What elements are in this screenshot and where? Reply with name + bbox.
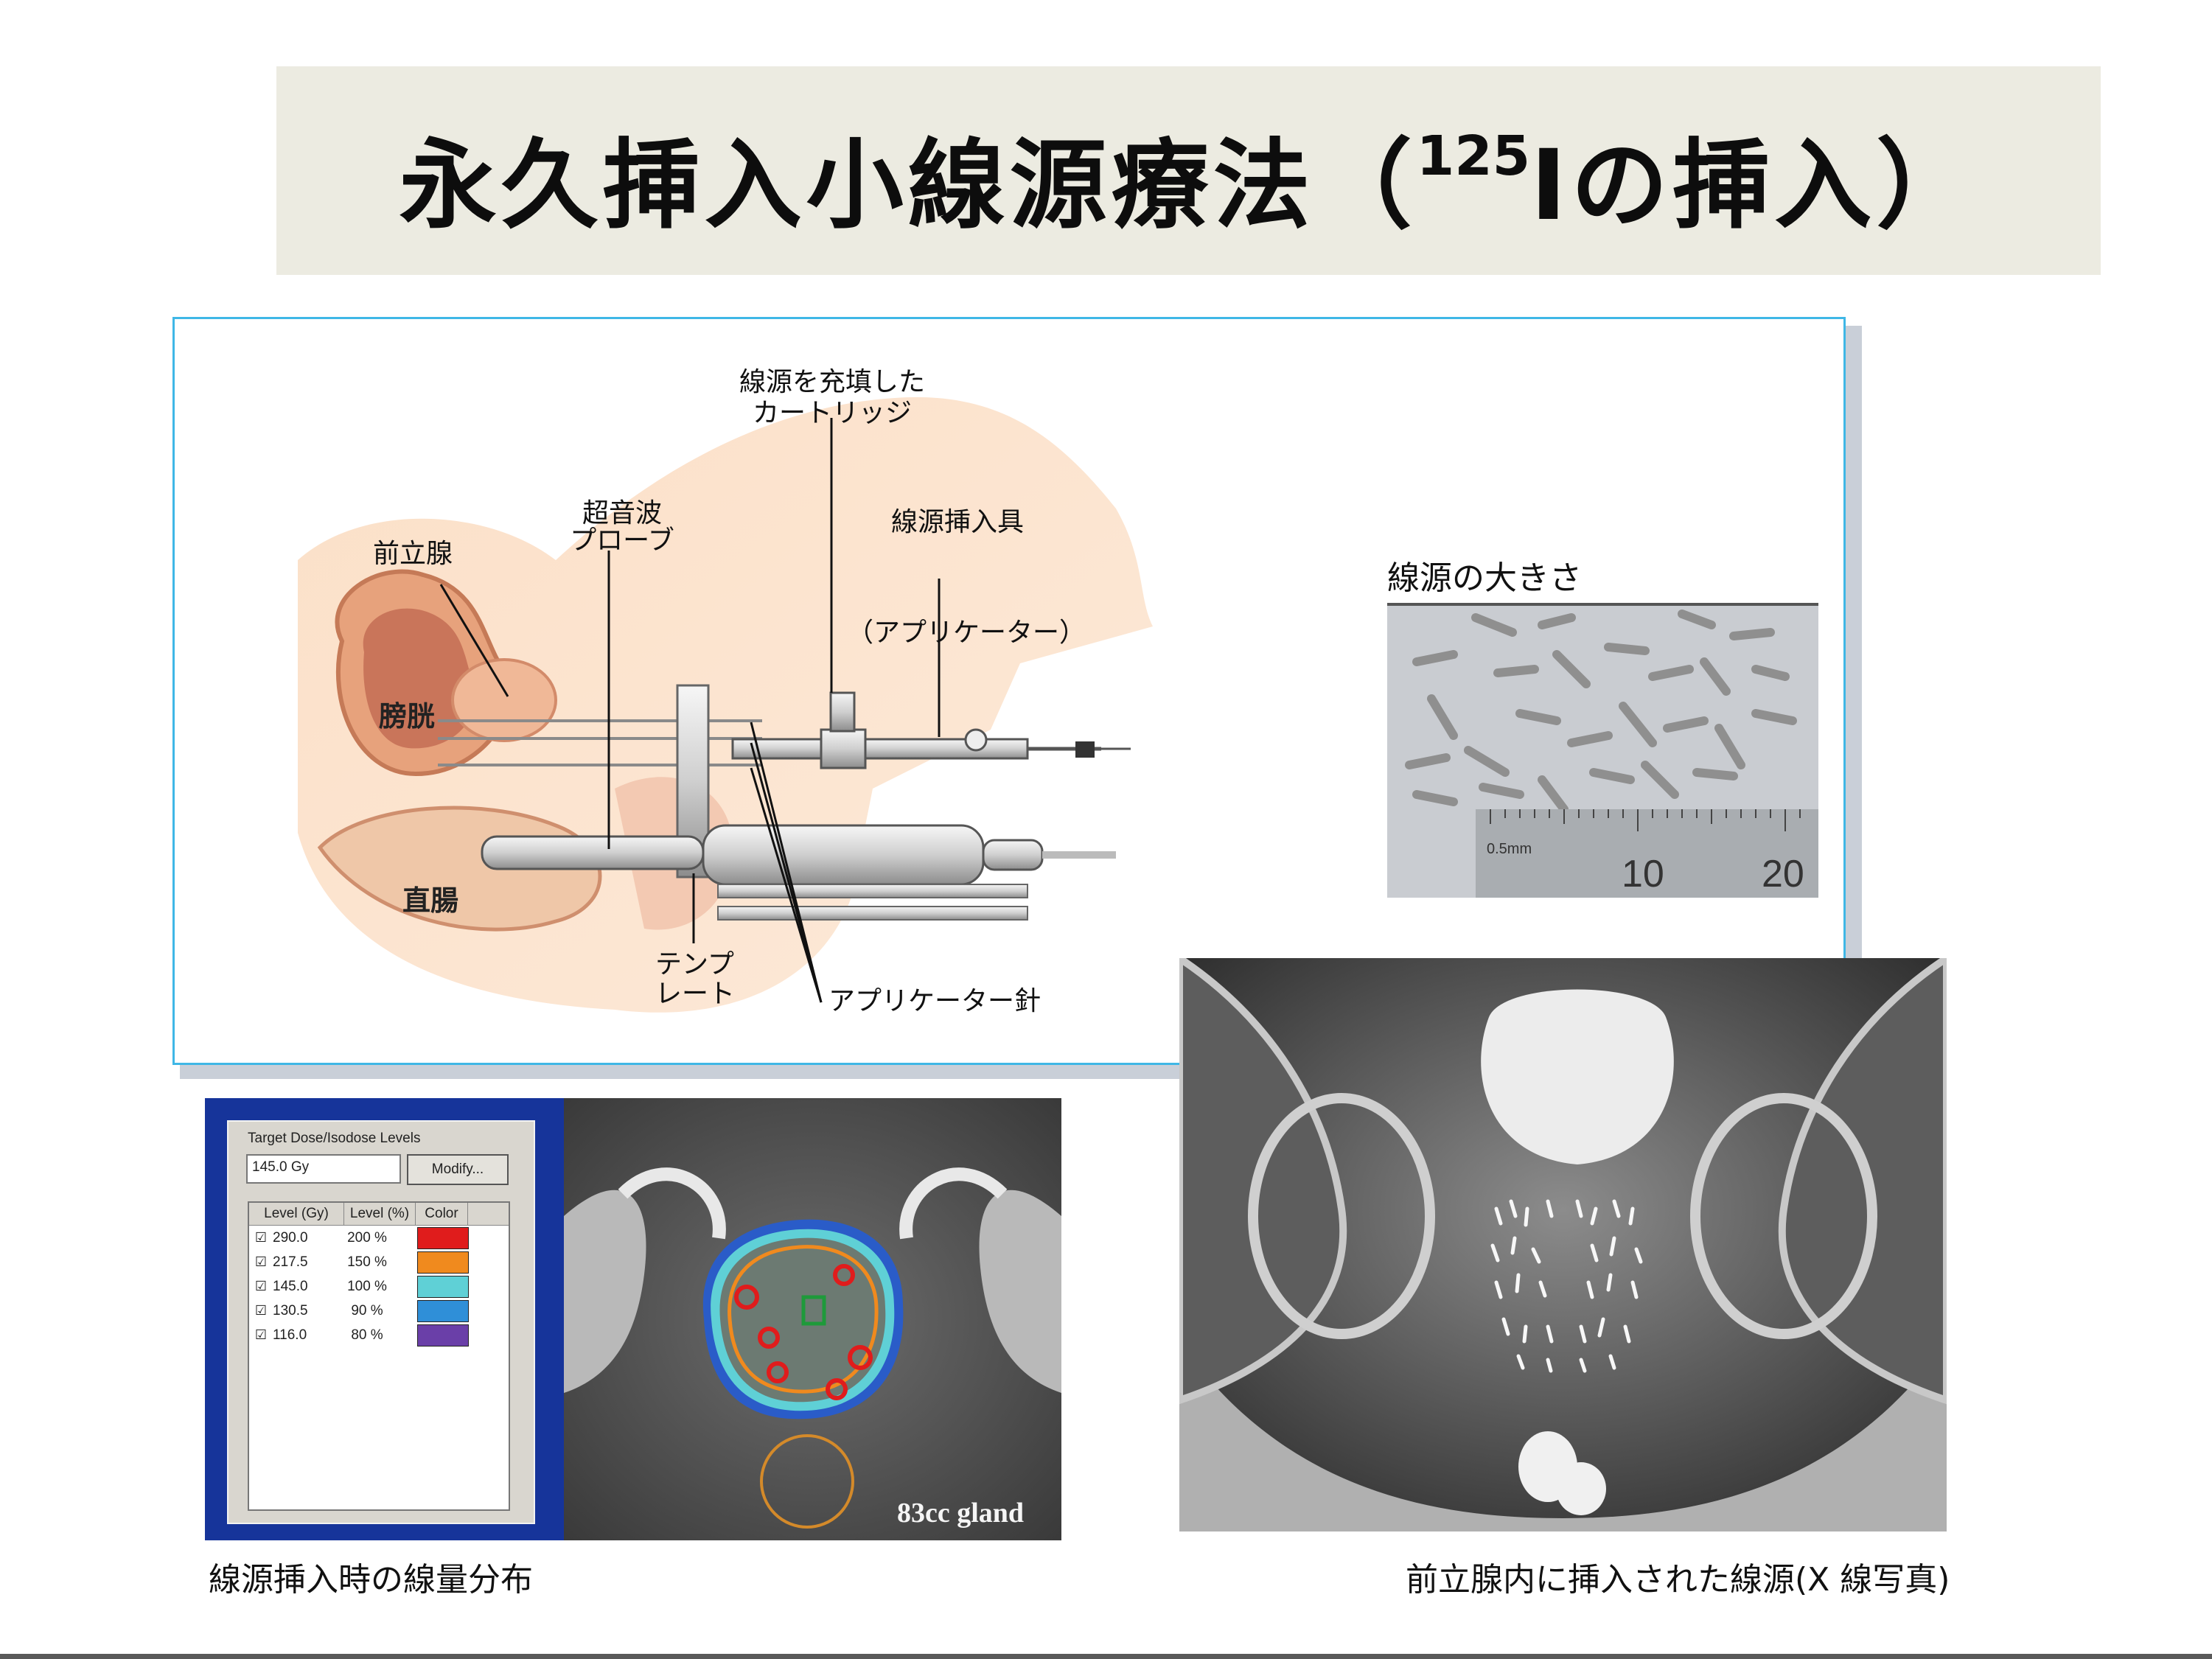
level-pct: 80 % — [351, 1327, 383, 1343]
xray-image — [1179, 958, 1947, 1531]
modify-button[interactable]: Modify... — [407, 1154, 509, 1185]
isodose-table-header: Level (Gy) Level (%) Color — [249, 1203, 509, 1226]
label-cartridge-2: カートリッジ — [753, 398, 912, 428]
isodose-row: ☑ 116.0 80 % — [249, 1323, 509, 1347]
seed-cartridge — [829, 691, 856, 733]
level-color-swatch[interactable] — [417, 1275, 469, 1298]
label-inserter: 線源挿入具 — [891, 507, 1024, 537]
level-checkbox[interactable]: ☑ — [254, 1254, 268, 1269]
caption-dose-distribution: 線源挿入時の線量分布 — [209, 1561, 533, 1599]
col-level-pct: Level (%) — [344, 1203, 416, 1225]
target-dose-field[interactable]: 145.0 Gy — [246, 1154, 401, 1184]
level-checkbox[interactable]: ☑ — [254, 1303, 268, 1318]
seed-pellets — [1405, 610, 1797, 814]
isodose-levels-group: Target Dose/Isodose Levels 145.0 Gy Modi… — [227, 1120, 535, 1524]
label-applicator: （アプリケーター） — [847, 618, 1086, 648]
brachytherapy-diagram: 線源を充填した カートリッジ 超音波 プローブ 前立腺 線源挿入具 （アプリケー… — [298, 367, 1153, 1016]
level-pct: 150 % — [347, 1254, 387, 1270]
isodose-rows: ☑ 290.0 200 % ☑ 217.5 150 % ☑ 145.0 100 % ☑ 130.5 9… — [249, 1226, 509, 1347]
level-checkbox[interactable]: ☑ — [254, 1327, 268, 1342]
level-pct: 200 % — [347, 1229, 387, 1246]
label-template-2: レート — [655, 979, 735, 1009]
ruler-unit: 0.5mm — [1487, 841, 1532, 857]
leader-lines — [439, 418, 941, 1003]
isodose-row: ☑ 130.5 90 % — [249, 1299, 509, 1323]
ultrasound-probe-body — [702, 824, 985, 886]
ruler-10: 10 — [1622, 853, 1664, 895]
dose-planning-panel: Target Dose/Isodose Levels 145.0 Gy Modi… — [205, 1098, 564, 1540]
level-color-swatch[interactable] — [417, 1299, 469, 1322]
level-pct: 100 % — [347, 1278, 387, 1294]
label-rectum: 直腸 — [402, 884, 458, 917]
slide-title: 永久挿入小線源療法（125Iの挿入） — [399, 125, 1978, 242]
ruler — [1476, 809, 1818, 898]
level-checkbox[interactable]: ☑ — [254, 1279, 268, 1293]
level-color-swatch[interactable] — [417, 1251, 469, 1274]
gland-volume-label: 83cc gland — [897, 1498, 1024, 1529]
isodose-row: ☑ 145.0 100 % — [249, 1274, 509, 1299]
prostate-shape — [451, 658, 557, 742]
level-gy: 290.0 — [273, 1229, 308, 1246]
label-bladder: 膀胱 — [379, 700, 435, 733]
isodose-table: Level (Gy) Level (%) Color ☑ 290.0 200 % ☑ 2… — [248, 1201, 510, 1511]
col-color: Color — [416, 1203, 468, 1225]
col-level-gy: Level (Gy) — [249, 1203, 344, 1225]
contrast-bladder — [1481, 989, 1674, 1164]
level-gy: 130.5 — [273, 1302, 308, 1319]
level-pct: 90 % — [351, 1302, 383, 1319]
ruler-20: 20 — [1762, 853, 1804, 895]
label-prostate: 前立腺 — [373, 539, 453, 569]
ct-dose-image: 83cc gland — [564, 1098, 1061, 1540]
caption-xray: 前立腺内に挿入された線源(X 線写真) — [1406, 1561, 1950, 1599]
bladder-inner — [363, 608, 476, 749]
label-probe-2: プローブ — [570, 525, 674, 556]
label-needle: アプリケーター針 — [828, 986, 1041, 1016]
seed-size-title: 線源の大きさ — [1387, 559, 1582, 597]
implanted-seeds — [1490, 1199, 1643, 1373]
level-gy: 145.0 — [273, 1278, 308, 1294]
level-gy: 116.0 — [273, 1327, 307, 1343]
isodose-group-label: Target Dose/Isodose Levels — [245, 1131, 424, 1147]
bottom-rule — [0, 1654, 2212, 1659]
stand-rail — [717, 884, 1028, 898]
ultrasound-probe — [481, 835, 705, 870]
title-band: 永久挿入小線源療法（125Iの挿入） — [276, 66, 2101, 275]
label-cartridge-1: 線源を充填した — [739, 367, 925, 397]
isodose-row: ☑ 217.5 150 % — [249, 1250, 509, 1274]
level-color-swatch[interactable] — [417, 1226, 469, 1249]
level-color-swatch[interactable] — [417, 1324, 469, 1347]
level-checkbox[interactable]: ☑ — [254, 1230, 268, 1245]
label-template-1: テンプ — [655, 949, 734, 979]
seed-photo: 0.5mm 10 20 — [1387, 603, 1818, 898]
label-probe-1: 超音波 — [582, 498, 662, 528]
isodose-row: ☑ 290.0 200 % — [249, 1226, 509, 1250]
level-gy: 217.5 — [273, 1254, 308, 1270]
